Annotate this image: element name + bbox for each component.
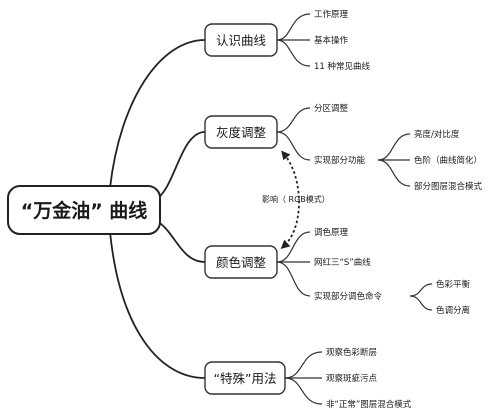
branch-label-1: 认识曲线 bbox=[216, 33, 267, 48]
edge-b1-l3 bbox=[276, 39, 311, 67]
branch-label-4: “特殊”用法 bbox=[214, 371, 277, 386]
sub-b2-2: 色阶（曲线简化） bbox=[414, 155, 482, 166]
leaf-b4-2: 观察斑疵污点 bbox=[326, 373, 378, 384]
sub-b2-3: 部分图层混合模式 bbox=[414, 181, 483, 192]
edge-b2-l2 bbox=[276, 131, 311, 161]
edge-b2-s1 bbox=[377, 133, 411, 161]
relation-arrow bbox=[280, 150, 300, 250]
edge-root-b2 bbox=[154, 131, 206, 201]
edge-root-b3 bbox=[154, 219, 206, 263]
edge-b3-s2 bbox=[409, 295, 433, 311]
edge-b2-l1 bbox=[276, 107, 311, 133]
edge-b4-l3 bbox=[284, 377, 323, 405]
edge-root-b4 bbox=[109, 231, 206, 379]
leaf-b2-2: 实现部分功能 bbox=[314, 155, 366, 166]
edge-b3-s1 bbox=[409, 283, 433, 297]
relation-note: 影响（ RGB模式） bbox=[262, 194, 330, 204]
branch-label-2: 灰度调整 bbox=[216, 125, 267, 140]
leaf-b3-1: 调色原理 bbox=[314, 227, 349, 238]
leaf-b3-3: 实现部分调色命令 bbox=[314, 291, 383, 302]
sub-b3-2: 色调分离 bbox=[436, 305, 470, 316]
leaf-b4-3: 非“正常”图层混合模式 bbox=[326, 399, 412, 410]
sub-b3-1: 色彩平衡 bbox=[436, 279, 471, 290]
branch-label-3: 颜色调整 bbox=[216, 255, 267, 270]
sub-b2-1: 亮度/对比度 bbox=[414, 129, 460, 140]
leaf-b4-1: 观察色彩断层 bbox=[326, 347, 377, 358]
edge-b3-l3 bbox=[276, 261, 311, 297]
edge-b4-l1 bbox=[284, 351, 323, 379]
edge-b1-l1 bbox=[276, 13, 311, 41]
leaf-b1-2: 基本操作 bbox=[314, 35, 349, 46]
leaf-b3-2: 网红三“S”曲线 bbox=[314, 257, 371, 268]
leaf-b1-1: 工作原理 bbox=[314, 9, 349, 20]
root-label: “万金油” 曲线 bbox=[21, 199, 148, 222]
edge-b2-s3 bbox=[377, 159, 411, 187]
leaf-b2-1: 分区调整 bbox=[314, 103, 349, 114]
edge-b3-l1 bbox=[276, 231, 311, 263]
root-node bbox=[7, 185, 161, 235]
edge-root-b1 bbox=[109, 39, 206, 189]
leaf-b1-3: 11 种常见曲线 bbox=[314, 61, 371, 72]
